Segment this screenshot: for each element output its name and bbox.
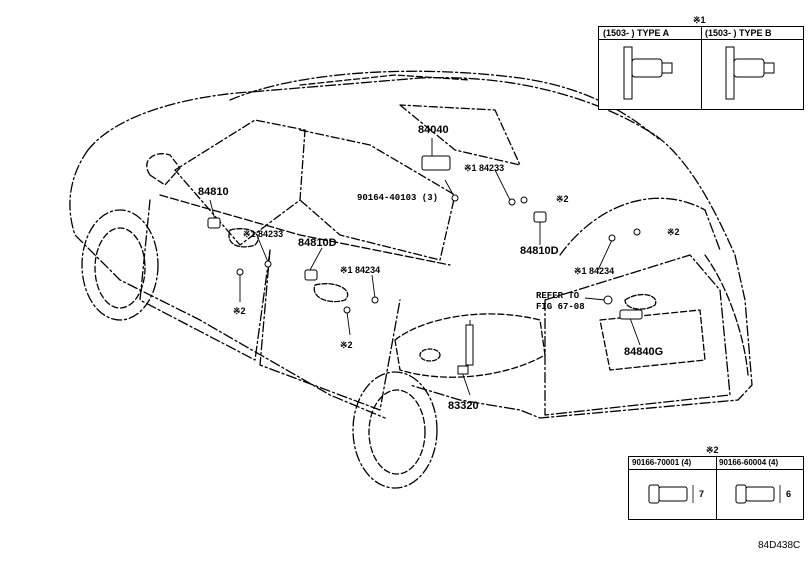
detail-box-bulbs: 90166-70001 (4) 90166-60004 (4) 7 6: [628, 456, 804, 520]
part-84234-right: [608, 234, 616, 242]
part-screw-90164: [451, 194, 459, 202]
label-mark2-left: ※2: [233, 306, 246, 316]
label-mark2-b: ※2: [667, 227, 680, 237]
diagram-code: 84D438C: [758, 540, 801, 551]
type-b-header: (1503- ) TYPE B: [705, 28, 772, 38]
part-84233-left: [264, 260, 272, 268]
detail-box-type: (1503- ) TYPE A (1503- ) TYPE B: [598, 26, 804, 110]
label-84234-mid: ※1 84234: [340, 265, 381, 275]
part-84234-mid: [371, 296, 379, 304]
bulb-a-dim: 7: [699, 489, 705, 499]
label-90164: 90164-40103 (3): [357, 193, 439, 203]
part-84840G-switch: [619, 309, 643, 320]
bulb-drawing: [648, 484, 781, 504]
label-mark2-mid: ※2: [340, 340, 353, 350]
label-refer-to: REFER TO: [536, 291, 580, 301]
part-mark2-mid: [343, 306, 351, 314]
part-84810D-switch-left: [304, 269, 318, 281]
type-a-header: (1503- ) TYPE A: [603, 28, 670, 38]
part-mark2-left: [236, 268, 244, 276]
bulb-b-dim: 6: [786, 489, 792, 499]
label-84840G: 84840G: [624, 346, 664, 358]
part-84810-switch: [207, 217, 221, 229]
label-84233-top: ※1 84233: [464, 163, 505, 173]
label-84233-left: ※1 84233: [243, 229, 284, 239]
label-fig: FIG 67-08: [536, 302, 585, 312]
label-84810: 84810: [198, 186, 229, 198]
bulb-a-header: 90166-70001 (4): [632, 458, 692, 467]
part-83320-sender: [465, 324, 474, 366]
part-84040-switch: [421, 155, 451, 171]
mark-2-title: ※2: [706, 445, 719, 455]
part-refer-grommet: [603, 295, 613, 305]
bulb-b-header: 90166-60004 (4): [719, 458, 779, 467]
part-83320-bracket: [457, 365, 469, 375]
label-84810D-mid: 84810D: [298, 237, 337, 249]
mark-1-title: ※1: [693, 15, 706, 25]
label-mark2-a: ※2: [556, 194, 569, 204]
label-84810D-right: 84810D: [520, 245, 559, 257]
label-83320: 83320: [448, 400, 479, 412]
part-84810D-switch-right: [533, 211, 547, 223]
label-84234-right: ※1 84234: [574, 266, 615, 276]
part-mark2-a: [520, 196, 528, 204]
part-84233-top: [508, 198, 516, 206]
part-mark2-b: [633, 228, 641, 236]
type-bulbs-drawing: [623, 46, 775, 100]
label-84040: 84040: [418, 124, 449, 136]
